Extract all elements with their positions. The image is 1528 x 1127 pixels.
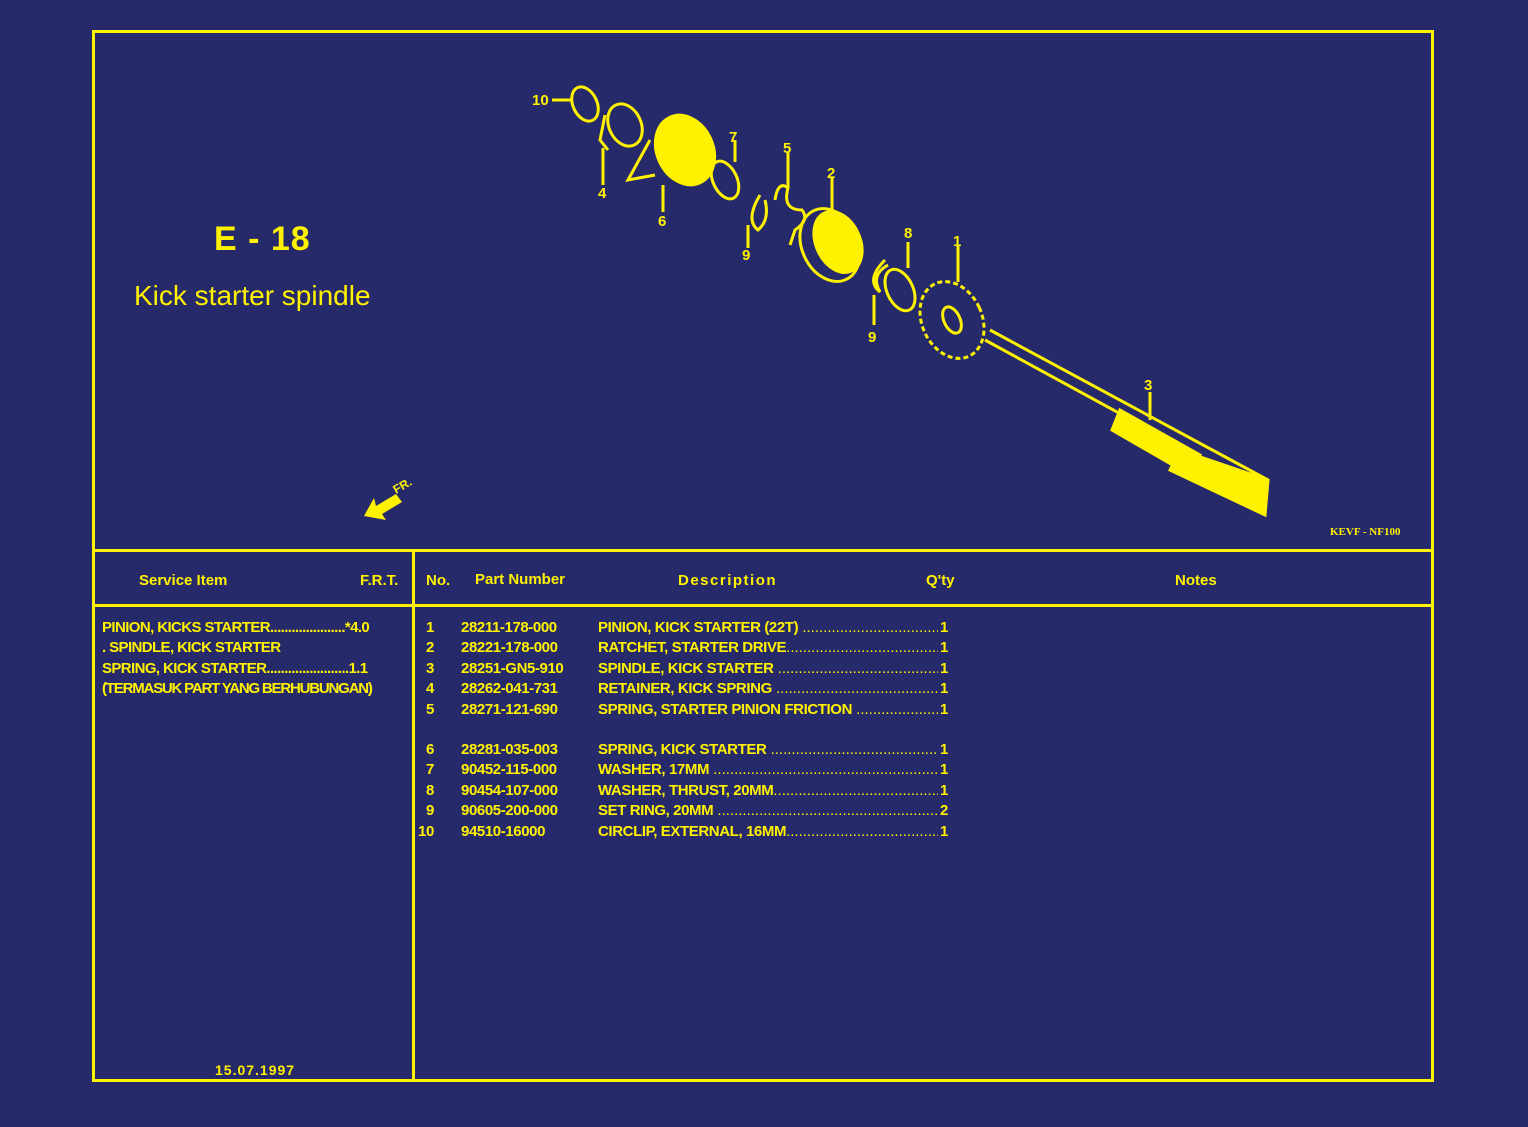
- service-item: (TERMASUK PART YANG BERHUBUNGAN): [102, 680, 373, 698]
- callout-8: 8: [904, 225, 912, 242]
- part-number: 28271-121-690: [461, 700, 558, 718]
- exploded-parts-diagram: 10 4 6 7 9 5 2 8 9 1 3: [532, 85, 1270, 518]
- part-number: 28262-041-731: [461, 680, 558, 698]
- header-no: No.: [426, 572, 451, 589]
- part-number: 28251-GN5-910: [461, 659, 564, 677]
- part-number: 94510-16000: [461, 822, 546, 840]
- service-item: PINION, KICKS STARTER...................…: [102, 619, 370, 636]
- part-number: 28221-178-000: [461, 639, 558, 657]
- drawing-code: KEVF - NF100: [1330, 526, 1401, 538]
- svg-text:FR.: FR.: [391, 476, 415, 497]
- page-frame: [92, 30, 1434, 1082]
- callout-7: 7: [729, 129, 737, 146]
- service-item: SPRING, KICK STARTER....................…: [102, 659, 368, 677]
- header-description: Description: [678, 572, 778, 589]
- part-number: 28211-178-000: [461, 619, 557, 636]
- table-column-divider: [412, 550, 415, 1082]
- table-top-rule: [92, 549, 1434, 552]
- callout-2: 2: [827, 165, 835, 182]
- header-qty: Q'ty: [926, 572, 955, 589]
- part-number: 28281-035-003: [461, 740, 558, 758]
- callout-9b: 9: [868, 329, 876, 346]
- service-item: . SPINDLE, KICK STARTER: [102, 639, 281, 657]
- header-frt: F.R.T.: [360, 572, 399, 589]
- part-number: 90605-200-000: [461, 802, 558, 820]
- table-header-rule: [92, 604, 1434, 607]
- callout-5: 5: [783, 140, 791, 157]
- header-notes: Notes: [1175, 572, 1217, 589]
- section-code: E - 18: [214, 220, 311, 258]
- callout-9a: 9: [742, 247, 750, 264]
- section-title: Kick starter spindle: [134, 280, 371, 311]
- header-service-item: Service Item: [139, 572, 228, 589]
- callout-4: 4: [598, 185, 607, 202]
- part-number: 90452-115-000: [461, 761, 557, 779]
- callout-10: 10: [532, 92, 549, 109]
- header-part-number: Part Number: [475, 571, 566, 588]
- callout-1: 1: [953, 233, 961, 250]
- service-item-list: PINION, KICKS STARTER...................…: [102, 618, 373, 700]
- front-direction-arrow-icon: FR.: [364, 476, 415, 520]
- callout-3: 3: [1144, 377, 1152, 394]
- callout-6: 6: [658, 213, 666, 230]
- part-number: 90454-107-000: [461, 781, 558, 799]
- revision-date: 15.07.1997: [215, 1062, 296, 1078]
